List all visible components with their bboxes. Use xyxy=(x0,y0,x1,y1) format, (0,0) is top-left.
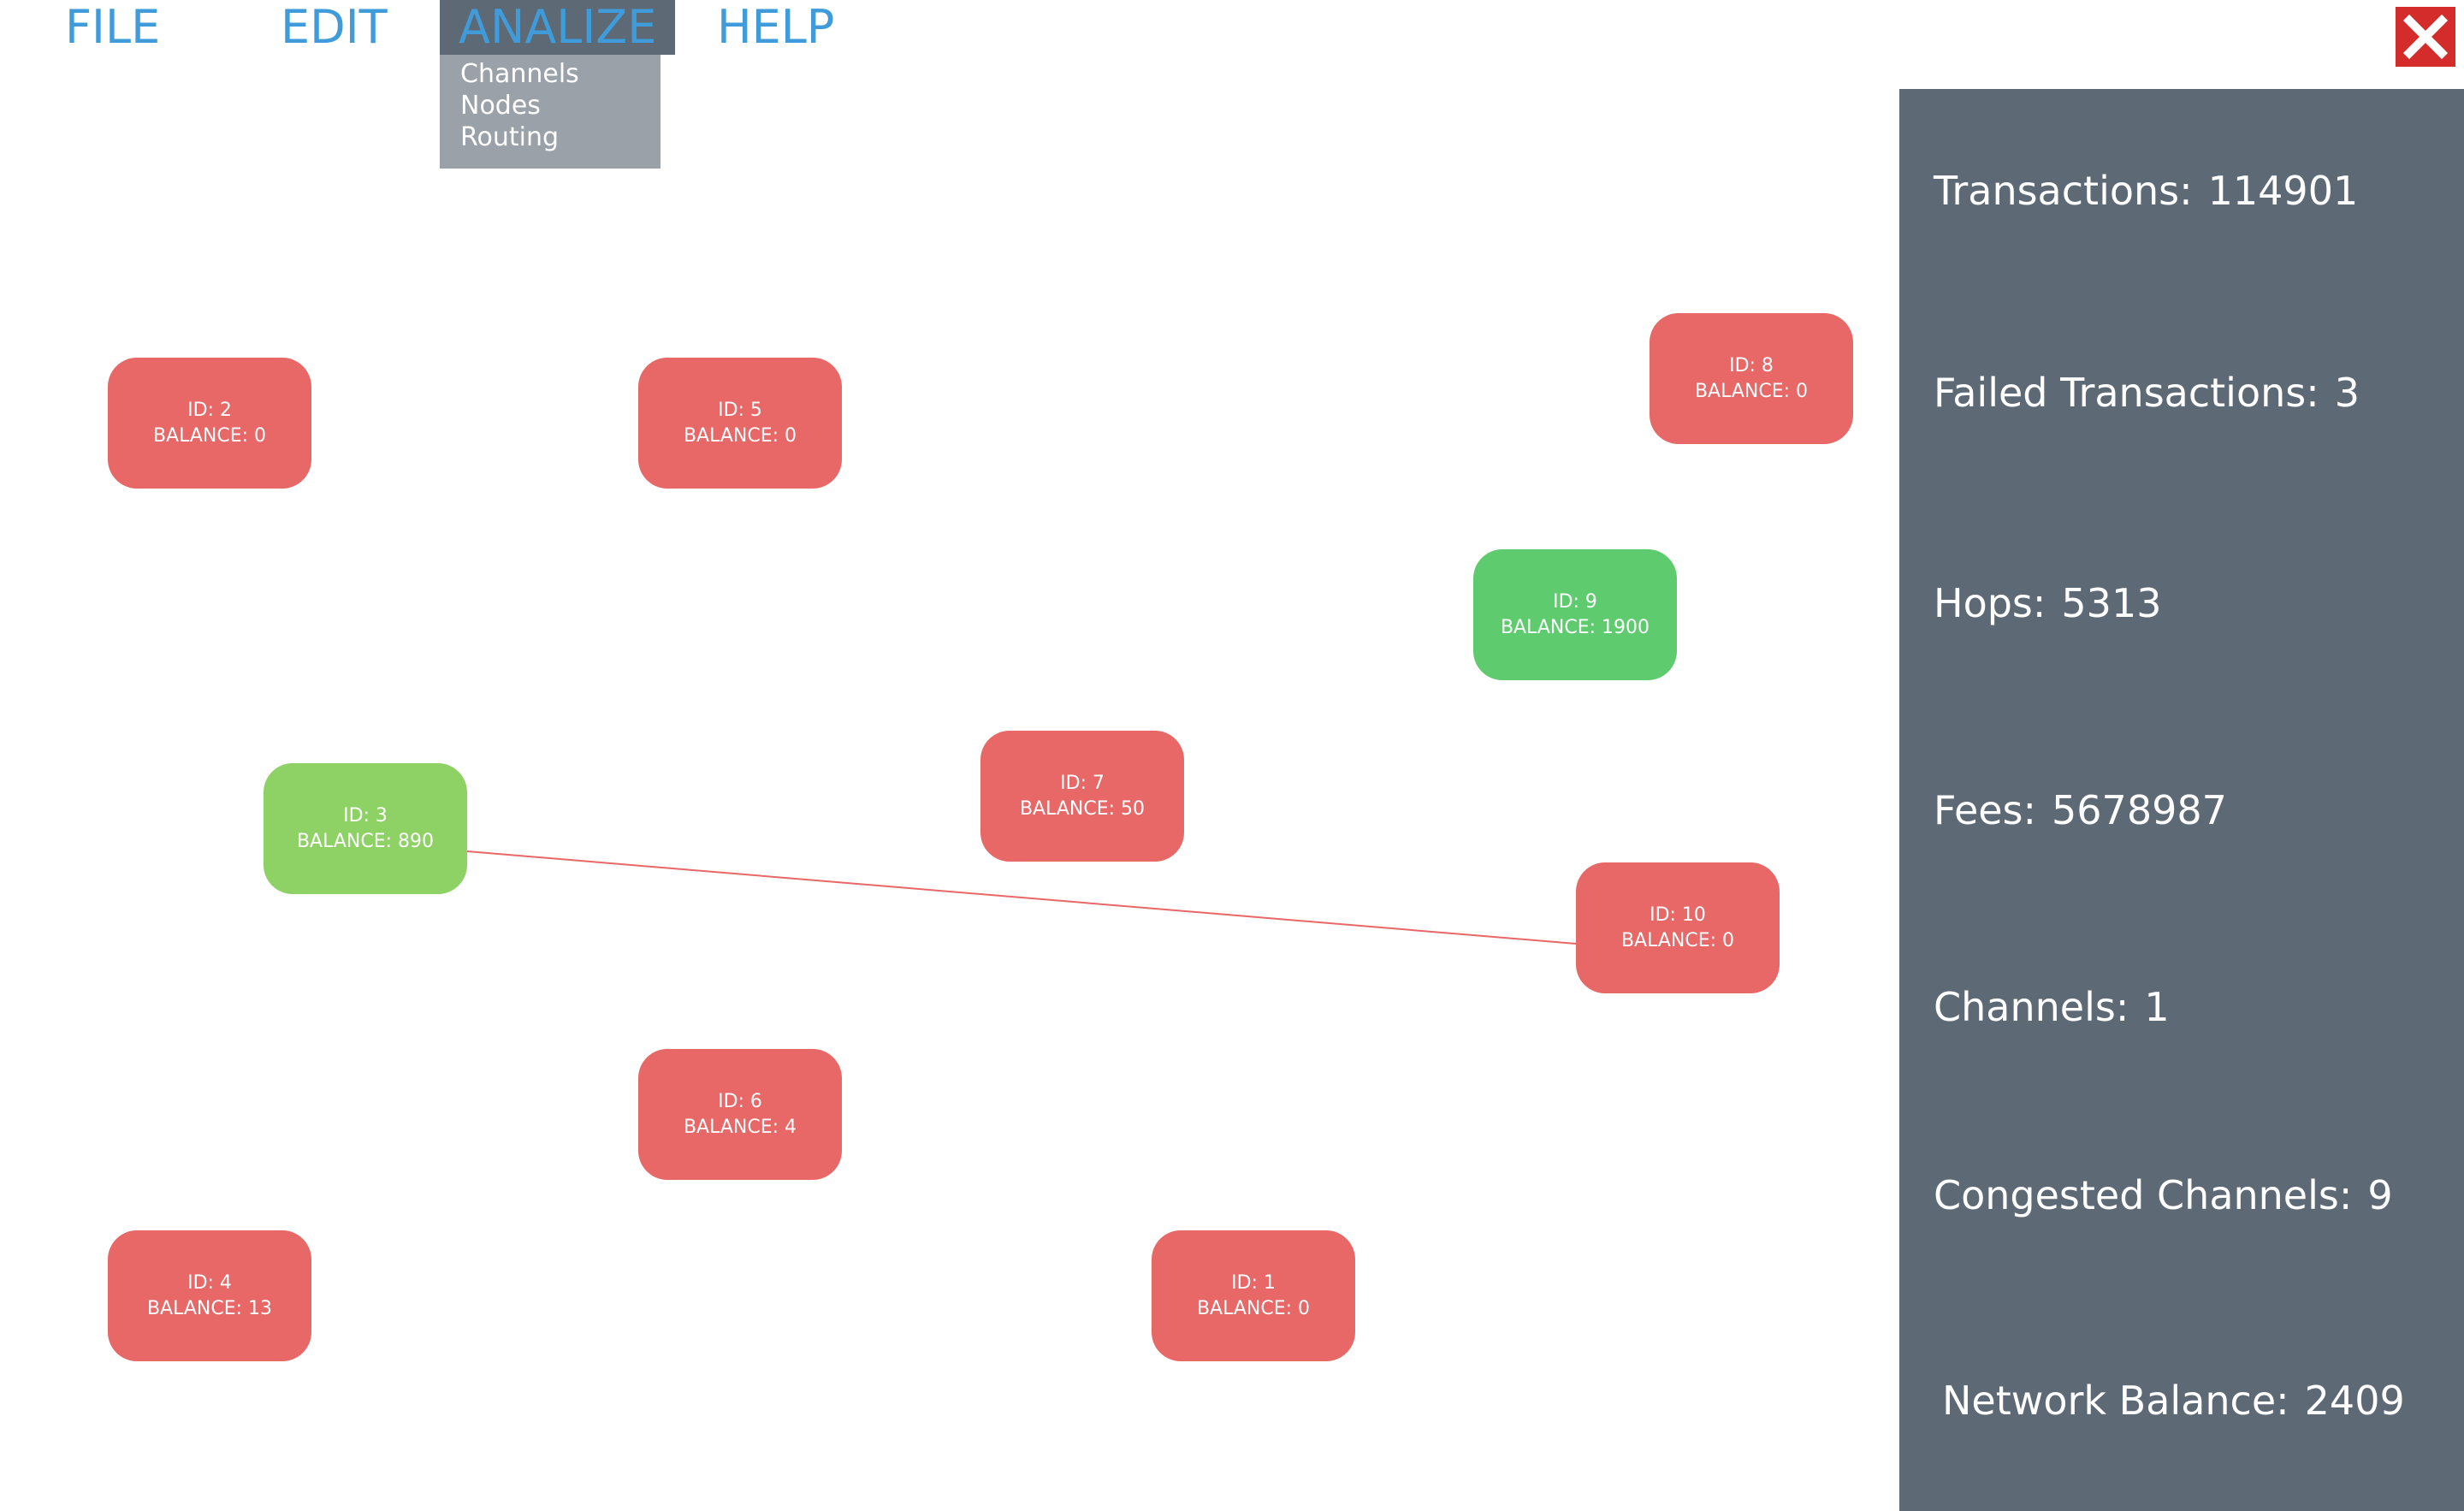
stat-value: 9 xyxy=(2367,1172,2393,1218)
node-balance-label: BALANCE: 1900 xyxy=(1500,616,1650,638)
stat-label: Hops: xyxy=(1934,580,2046,626)
stats-panel: Transactions: 114901 Failed Transactions:… xyxy=(1899,89,2464,1511)
node-balance-label: BALANCE: 13 xyxy=(146,1297,273,1319)
stat-congested-channels: Congested Channels: 9 xyxy=(1934,1172,2393,1218)
channel-layer xyxy=(466,850,1577,945)
node-id-label: ID: 3 xyxy=(343,804,388,827)
node-id-label: ID: 8 xyxy=(1729,354,1774,376)
stat-failed-transactions: Failed Transactions: 3 xyxy=(1934,370,2360,416)
close-icon xyxy=(2402,14,2449,60)
node-8[interactable]: ID: 8 BALANCE: 0 xyxy=(1650,313,1853,444)
stat-value: 5678987 xyxy=(2052,787,2227,833)
node-9[interactable]: ID: 9 BALANCE: 1900 xyxy=(1473,549,1677,680)
dropdown-item-routing[interactable]: Routing xyxy=(460,122,560,152)
menu-analize[interactable]: ANALIZE xyxy=(440,0,676,55)
stat-fees: Fees: 5678987 xyxy=(1934,787,2227,833)
node-3[interactable]: ID: 3 BALANCE: 890 xyxy=(264,763,467,894)
node-10[interactable]: ID: 10 BALANCE: 0 xyxy=(1576,862,1780,993)
stat-label: Transactions: xyxy=(1934,168,2193,214)
node-5[interactable]: ID: 5 BALANCE: 0 xyxy=(638,358,842,489)
node-id-label: ID: 9 xyxy=(1553,590,1597,613)
channel-line[interactable] xyxy=(466,850,1577,945)
stat-value: 5313 xyxy=(2061,580,2162,626)
close-button[interactable] xyxy=(2396,7,2455,67)
stat-label: Congested Channels: xyxy=(1934,1172,2353,1218)
node-id-label: ID: 5 xyxy=(718,399,762,421)
node-balance-label: BALANCE: 0 xyxy=(1694,380,1809,402)
dropdown-item-channels[interactable]: Channels xyxy=(460,59,579,89)
node-balance-label: BALANCE: 50 xyxy=(1019,797,1146,820)
node-4[interactable]: ID: 4 BALANCE: 13 xyxy=(108,1230,311,1361)
stat-value: 1 xyxy=(2144,984,2170,1030)
node-id-label: ID: 2 xyxy=(187,399,232,421)
menu-edit[interactable]: EDIT xyxy=(281,0,388,54)
analize-dropdown: Channels Nodes Routing xyxy=(440,55,660,169)
node-balance-label: BALANCE: 0 xyxy=(152,424,267,447)
node-id-label: ID: 1 xyxy=(1231,1271,1276,1294)
node-balance-label: BALANCE: 0 xyxy=(1620,929,1735,951)
stat-label: Failed Transactions: xyxy=(1934,370,2319,416)
node-balance-label: BALANCE: 4 xyxy=(683,1116,797,1138)
menu-help[interactable]: HELP xyxy=(717,0,835,54)
stat-value: 3 xyxy=(2334,370,2360,416)
node-id-label: ID: 7 xyxy=(1060,772,1105,794)
node-6[interactable]: ID: 6 BALANCE: 4 xyxy=(638,1049,842,1180)
node-balance-label: BALANCE: 0 xyxy=(683,424,797,447)
node-balance-label: BALANCE: 0 xyxy=(1196,1297,1311,1319)
node-id-label: ID: 10 xyxy=(1650,904,1706,926)
menu-file[interactable]: FILE xyxy=(65,0,161,54)
stat-channels: Channels: 1 xyxy=(1934,984,2170,1030)
network-graph: ID: 2 BALANCE: 0 ID: 5 BALANCE: 0 ID: 8 BALAN… xyxy=(108,313,1853,1361)
stat-value: 2409 xyxy=(2304,1378,2405,1424)
stat-transactions: Transactions: 114901 xyxy=(1934,168,2358,214)
stat-label: Channels: xyxy=(1934,984,2129,1030)
node-id-label: ID: 4 xyxy=(187,1271,232,1294)
dropdown-item-nodes[interactable]: Nodes xyxy=(460,91,541,121)
stat-value: 114901 xyxy=(2207,168,2359,214)
stat-label: Fees: xyxy=(1934,787,2037,833)
stat-hops: Hops: 5313 xyxy=(1934,580,2161,626)
node-2[interactable]: ID: 2 BALANCE: 0 xyxy=(108,358,311,489)
stat-network-balance: Network Balance: 2409 xyxy=(1942,1378,2405,1424)
node-balance-label: BALANCE: 890 xyxy=(296,830,435,852)
node-id-label: ID: 6 xyxy=(718,1090,762,1112)
node-7[interactable]: ID: 7 BALANCE: 50 xyxy=(980,731,1184,862)
stat-label: Network Balance: xyxy=(1942,1378,2289,1424)
node-1[interactable]: ID: 1 BALANCE: 0 xyxy=(1152,1230,1355,1361)
